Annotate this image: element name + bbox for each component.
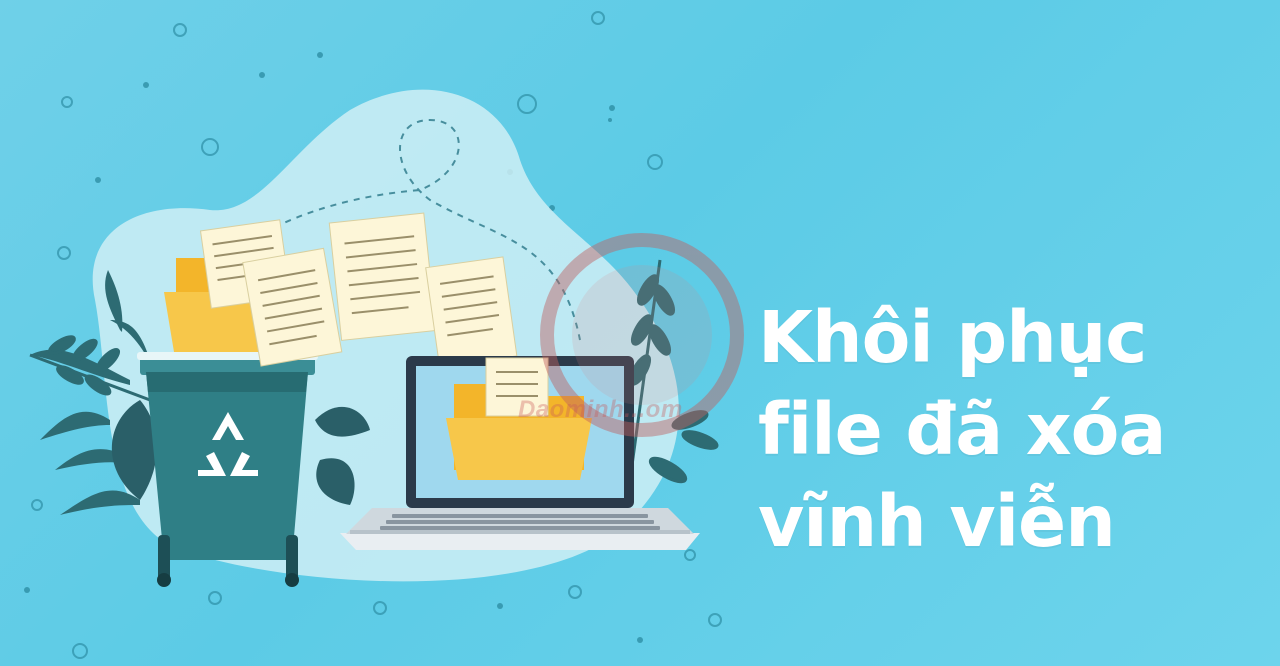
- leaf-branch: [29, 335, 151, 402]
- headline: Khôi phục file đã xóa vĩnh viễn: [758, 292, 1258, 568]
- leaf-branch-right: [628, 259, 719, 484]
- laptop-folder-icon: [446, 357, 592, 480]
- big-leaf: [111, 400, 370, 505]
- decorative-bubbles: [31, 11, 722, 659]
- recycle-icon: [198, 412, 258, 476]
- document-icon: [199, 212, 518, 368]
- headline-line-2: file đã xóa: [758, 388, 1166, 471]
- headline-line-1: Khôi phục: [758, 296, 1147, 379]
- headline-line-3: vĩnh viễn: [758, 480, 1116, 563]
- watermark-seal: [540, 233, 744, 437]
- trash-bin-icon: [137, 352, 318, 587]
- watermark-text: Daominh...om: [518, 396, 683, 423]
